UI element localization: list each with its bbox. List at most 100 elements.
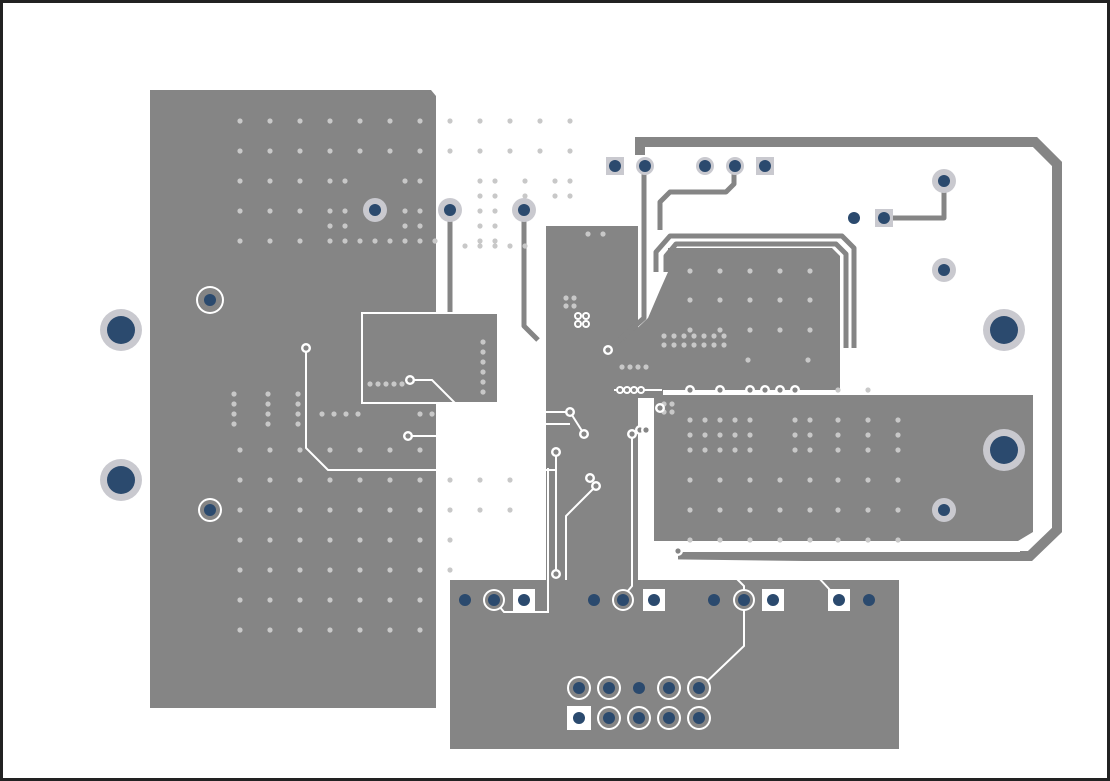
via-icon: [619, 364, 625, 370]
via-icon: [747, 432, 753, 438]
pad-714[interactable]: [705, 591, 723, 609]
trace-outer-frame: [635, 137, 1062, 561]
pad-944-bottom[interactable]: [932, 498, 956, 522]
via-icon: [687, 447, 693, 453]
header-square-pad-2-1[interactable]: [567, 706, 591, 730]
via-icon: [661, 333, 667, 339]
via-icon: [265, 391, 271, 397]
via-icon: [777, 537, 783, 543]
via-icon: [671, 333, 677, 339]
via-cluster-4: [616, 386, 624, 394]
via-icon: [417, 238, 423, 244]
via-icon: [687, 537, 693, 543]
pad-594[interactable]: [585, 591, 603, 609]
via-icon: [792, 432, 798, 438]
pad-869[interactable]: [860, 591, 878, 609]
via-ring-7: [579, 429, 589, 439]
pad-645[interactable]: [636, 157, 654, 175]
via-icon: [571, 295, 577, 301]
pad-944-top[interactable]: [932, 169, 956, 193]
mounting-hole-right-top[interactable]: [983, 309, 1025, 351]
trace-loop-inner: [663, 241, 849, 348]
via-icon: [895, 417, 901, 423]
pad-705[interactable]: [696, 157, 714, 175]
pad-854[interactable]: [845, 209, 863, 227]
mounting-hole-right-bottom[interactable]: [983, 429, 1025, 471]
via-icon: [267, 477, 273, 483]
via-icon: [807, 297, 813, 303]
via-ring-12: [641, 425, 651, 435]
mounting-hole-left-top[interactable]: [100, 309, 142, 351]
square-pad-615[interactable]: [606, 157, 624, 175]
header-pad-1-4[interactable]: [657, 676, 681, 700]
square-pad-654[interactable]: [643, 589, 665, 611]
via-icon: [417, 411, 423, 417]
pad-left-upper[interactable]: [196, 286, 224, 314]
via-icon: [747, 297, 753, 303]
via-icon: [687, 477, 693, 483]
via-cluster-1: [582, 312, 590, 320]
via-icon: [357, 597, 363, 603]
via-icon: [895, 477, 901, 483]
header-pad-1-5[interactable]: [687, 676, 711, 700]
square-pad-773[interactable]: [762, 589, 784, 611]
header-pad-1-1[interactable]: [567, 676, 591, 700]
via-icon: [661, 342, 667, 348]
via-icon: [492, 243, 498, 249]
via-cluster-6: [630, 386, 638, 394]
header-pad-2-2[interactable]: [597, 706, 621, 730]
via-icon: [295, 411, 301, 417]
mounting-hole-left-bottom[interactable]: [100, 459, 142, 501]
via-icon: [357, 447, 363, 453]
header-pad-1-2[interactable]: [597, 676, 621, 700]
via-icon: [563, 295, 569, 301]
pad-494[interactable]: [483, 589, 505, 611]
pad-623[interactable]: [612, 589, 634, 611]
via-icon: [297, 567, 303, 573]
via-icon: [357, 118, 363, 124]
header-pad-2-5[interactable]: [687, 706, 711, 730]
square-pad-524[interactable]: [513, 589, 535, 611]
header-pad-2-3[interactable]: [627, 706, 651, 730]
pad-744[interactable]: [733, 589, 755, 611]
pad-944-mid[interactable]: [932, 258, 956, 282]
header-pad-1-3[interactable]: [630, 679, 648, 697]
via-icon: [895, 432, 901, 438]
via-icon: [807, 477, 813, 483]
via-icon: [865, 432, 871, 438]
header-pad-2-4[interactable]: [657, 706, 681, 730]
pad-375[interactable]: [363, 198, 387, 222]
via-icon: [477, 477, 483, 483]
pad-735[interactable]: [726, 157, 744, 175]
via-icon: [777, 297, 783, 303]
via-icon: [417, 537, 423, 543]
via-icon: [327, 477, 333, 483]
via-icon: [297, 208, 303, 214]
via-icon: [477, 178, 483, 184]
via-icon: [480, 389, 486, 395]
via-icon: [429, 411, 435, 417]
pad-524[interactable]: [512, 198, 536, 222]
square-pad-765[interactable]: [756, 157, 774, 175]
via-icon: [417, 178, 423, 184]
square-pad-839[interactable]: [828, 589, 850, 611]
via-icon: [297, 537, 303, 543]
pad-450[interactable]: [438, 198, 462, 222]
via-ring-19: [790, 385, 800, 395]
pad-465[interactable]: [456, 591, 474, 609]
via-icon: [267, 507, 273, 513]
via-icon: [701, 342, 707, 348]
via-icon: [747, 327, 753, 333]
pad-left-lower[interactable]: [198, 498, 222, 522]
via-icon: [865, 507, 871, 513]
trace-island-b: [408, 435, 467, 449]
via-icon: [357, 537, 363, 543]
via-icon: [237, 597, 243, 603]
via-icon: [480, 349, 486, 355]
square-pad-884[interactable]: [875, 209, 893, 227]
via-icon: [711, 333, 717, 339]
via-ring-6: [565, 407, 575, 417]
via-icon: [327, 507, 333, 513]
via-icon: [477, 118, 483, 124]
via-icon: [383, 381, 389, 387]
